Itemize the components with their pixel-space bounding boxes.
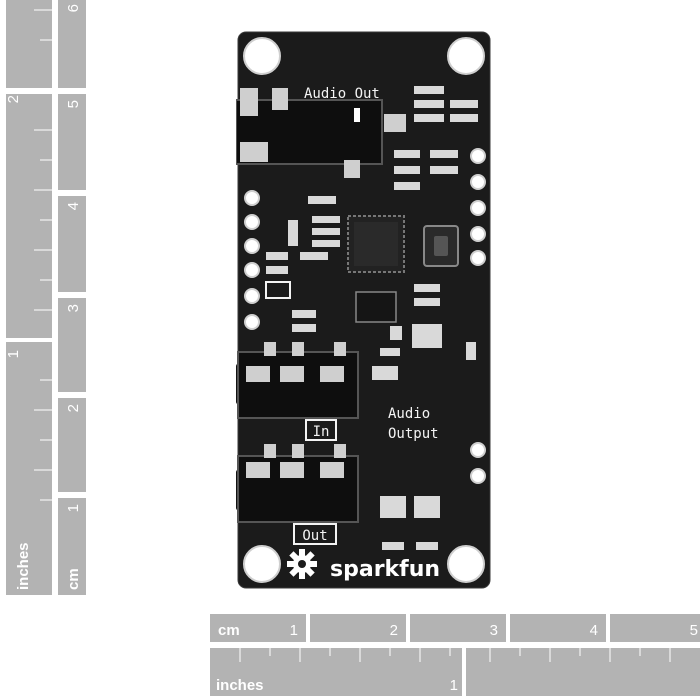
sparkfun-logo: sparkfun [287,549,440,582]
sparkfun-flame-icon [287,549,317,579]
push-button [423,225,459,267]
audio-out-jack-bottom [236,444,359,523]
ruler-inches-label: inches [15,542,32,590]
audio-in-jack [236,342,359,419]
sparkfun-wordmark: sparkfun [330,557,440,582]
ruler-cm-label: cm [65,568,82,590]
label-in-box: In [305,419,337,441]
smd-components-mid [292,284,476,360]
label-audio-output-line2: Output [388,426,439,442]
label-out-box: Out [293,523,337,545]
hruler-cm-3: 3 [490,622,498,639]
ruler-cm-5: 5 [65,100,82,108]
ruler-cm-6: 6 [65,4,82,12]
vertical-ruler: 2 1 inches 6 5 4 3 2 1 cm [6,0,86,595]
hruler-cm-5: 5 [690,622,698,639]
ruler-cm-3: 3 [65,304,82,312]
mounting-holes [243,37,485,583]
ruler-inch-1: 1 [6,350,22,358]
label-in: In [313,424,330,440]
label-audio-out: Audio Out [304,86,380,102]
hruler-cm-label: cm [218,622,240,639]
hruler-cm-2: 2 [390,622,398,639]
smd-components-top [266,86,478,274]
ruler-cm-1: 1 [65,504,82,512]
label-out: Out [302,528,327,544]
pcb-board: Audio Out [236,31,491,589]
ruler-cm-4: 4 [65,202,82,210]
hruler-inch-1: 1 [450,677,458,694]
audio-ic-chip [347,215,405,273]
ruler-cm-2: 2 [65,404,82,412]
horizontal-ruler: cm 1 2 3 4 5 inches 1 [210,614,700,696]
solder-jumper [265,281,291,299]
ruler-inch-2: 2 [6,95,22,103]
smd-components-bottom [372,366,440,550]
pin-header-right [470,148,486,484]
hruler-inches-label: inches [216,677,264,694]
audio-out-jack [236,88,406,178]
hruler-cm-1: 1 [290,622,298,639]
pin-header-left [244,190,260,330]
hruler-cm-4: 4 [590,622,598,639]
regulator-chip [355,291,397,323]
label-audio-output-line1: Audio [388,406,430,422]
